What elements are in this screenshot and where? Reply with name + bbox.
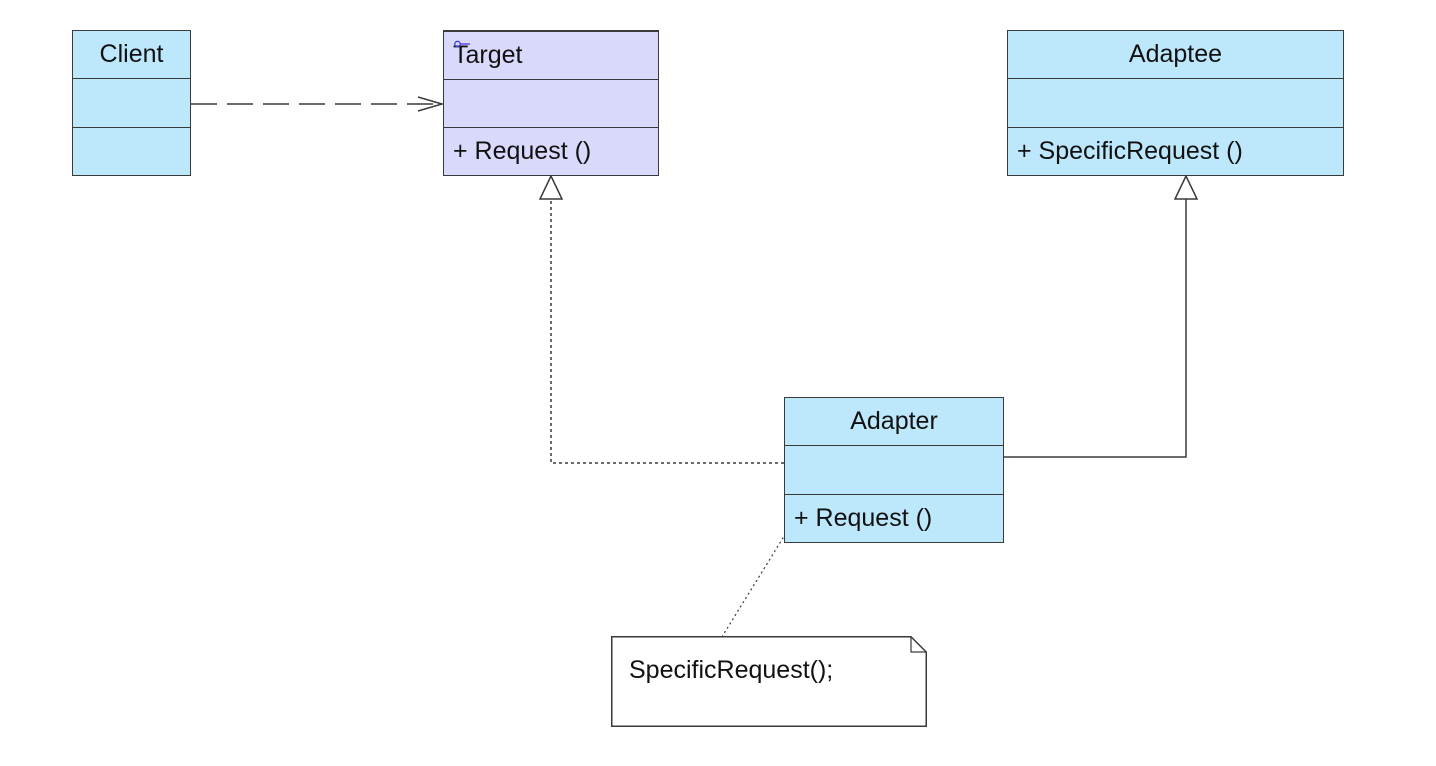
class-name-compartment: Adaptee	[1008, 31, 1343, 78]
realization-line	[550, 199, 784, 464]
attributes-compartment	[1008, 78, 1343, 126]
operation-request[interactable]: + Request ()	[794, 503, 933, 532]
class-name-compartment: Adapter	[785, 398, 1003, 445]
operations-compartment: + Request ()	[785, 493, 1003, 542]
note-shape[interactable]	[611, 636, 927, 727]
generalization-line	[1004, 199, 1187, 458]
note-text: SpecificRequest();	[629, 656, 834, 684]
class-target[interactable]: Target + Request ()	[443, 30, 659, 176]
operations-compartment: + Request ()	[444, 127, 658, 175]
open-arrowhead-icon	[417, 96, 445, 112]
hollow-triangle-icon	[538, 174, 564, 200]
class-adaptee[interactable]: Adaptee + SpecificRequest ()	[1007, 30, 1344, 176]
class-name: Target	[453, 41, 523, 69]
note-fold-icon	[910, 636, 927, 653]
operation-specific-request[interactable]: + SpecificRequest ()	[1017, 136, 1243, 165]
attributes-compartment	[73, 78, 190, 126]
interface-icon	[454, 40, 470, 48]
class-name: Adaptee	[1128, 40, 1223, 69]
operations-compartment: + SpecificRequest ()	[1008, 126, 1343, 175]
class-client[interactable]: Client	[72, 30, 191, 176]
attributes-compartment	[444, 79, 658, 127]
class-name-compartment: Target	[444, 31, 658, 79]
operation-request[interactable]: + Request ()	[453, 137, 592, 165]
hollow-triangle-icon	[1173, 174, 1199, 200]
attributes-compartment	[785, 445, 1003, 493]
class-name-compartment: Client	[73, 31, 190, 78]
generalization-connector[interactable]	[1004, 174, 1199, 458]
class-name: Adapter	[850, 407, 938, 436]
class-name: Client	[99, 40, 164, 69]
dependency-connector[interactable]	[191, 96, 445, 112]
operations-compartment	[73, 126, 190, 175]
class-adapter[interactable]: Adapter + Request ()	[784, 397, 1004, 543]
realization-connector[interactable]	[538, 174, 784, 464]
